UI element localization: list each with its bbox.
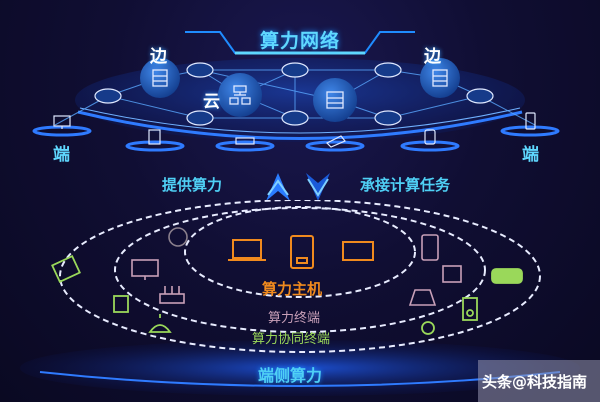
end-label-right: 端 <box>522 145 539 165</box>
end-label-left: 端 <box>53 145 70 165</box>
provide-compute-label: 提供算力 <box>162 176 223 194</box>
terminal-devices <box>51 227 523 335</box>
collab-terminal-label: 算力协同终端 <box>252 332 331 347</box>
title-banner <box>185 31 415 55</box>
accept-tasks-label: 承接计算任务 <box>360 176 451 194</box>
edge-compute-label: 端侧算力 <box>258 366 323 385</box>
device-rings <box>59 200 541 353</box>
network-platform <box>32 58 560 152</box>
watermark-text: 头条@科技指南 <box>482 373 588 391</box>
compute-terminal-label: 算力终端 <box>268 311 321 326</box>
diagram-title: 算力网络 <box>259 30 340 52</box>
compute-host-devices <box>228 235 374 269</box>
compute-host-label: 算力主机 <box>262 280 323 298</box>
edge-label-right: 边 <box>424 47 441 67</box>
watermark-box <box>478 360 600 402</box>
cloud-label: 云 <box>203 92 220 112</box>
bidirectional-arrows <box>266 173 330 201</box>
edge-label-left: 边 <box>150 47 167 67</box>
